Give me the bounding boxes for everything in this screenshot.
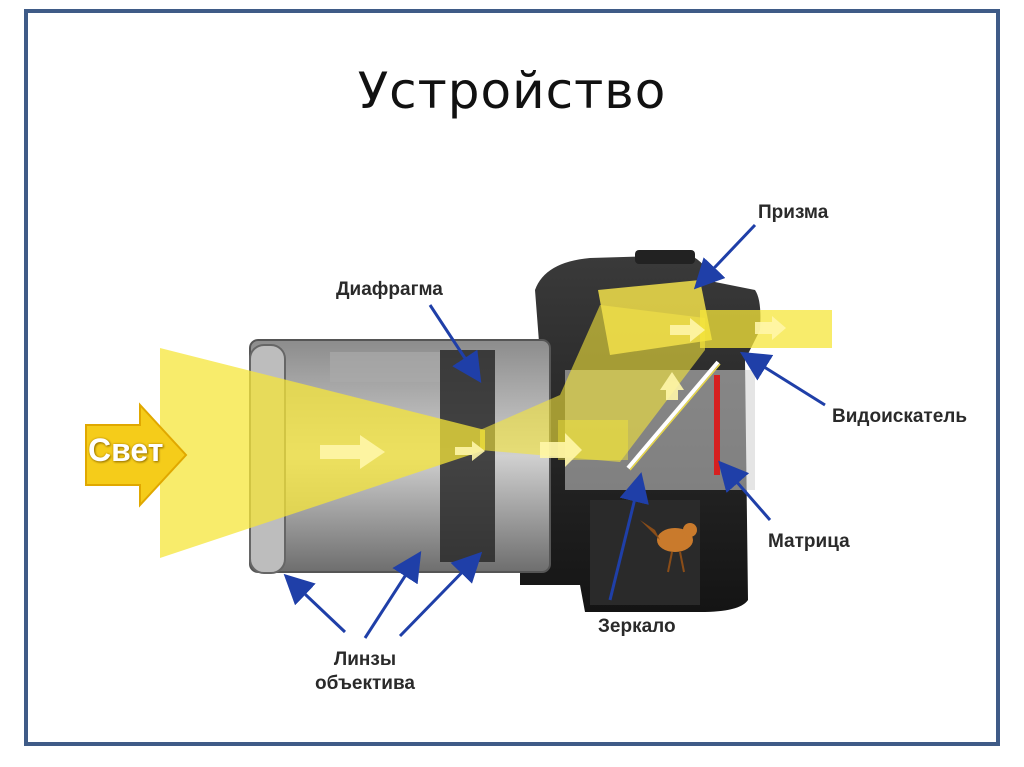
- slide-title: Устройство: [357, 62, 667, 120]
- viewfinder-label: Видоискатель: [832, 406, 968, 427]
- viewfinder-pointer: [739, 351, 826, 407]
- lenses-label-line2: объектива: [314, 673, 415, 694]
- lens-pointer-2: [363, 550, 422, 639]
- sensor-pointer: [718, 460, 772, 521]
- mirror-pointer: [608, 472, 649, 601]
- light-label: Свет: [88, 432, 164, 468]
- sensor-label: Матрица: [768, 531, 850, 552]
- lenses-label: Линзы объектива: [300, 648, 430, 696]
- aperture-label: Диафрагма: [336, 279, 443, 300]
- inner-arrows: [320, 316, 786, 469]
- prism-pointer: [693, 223, 757, 290]
- lens-pointer-1: [283, 573, 347, 634]
- aperture-pointer: [428, 304, 482, 384]
- lens-pointer-3: [398, 551, 483, 638]
- sensor-plate: [714, 375, 720, 475]
- pointer-arrows: [283, 223, 826, 639]
- mirror-edge: [629, 363, 721, 471]
- mirror-label: Зеркало: [598, 616, 676, 637]
- light-arrow-icon: [85, 402, 188, 508]
- prism-label: Призма: [758, 202, 829, 223]
- mirror-line: [626, 360, 720, 470]
- lenses-label-line1: Линзы: [333, 649, 397, 670]
- bird-icon: [640, 520, 697, 573]
